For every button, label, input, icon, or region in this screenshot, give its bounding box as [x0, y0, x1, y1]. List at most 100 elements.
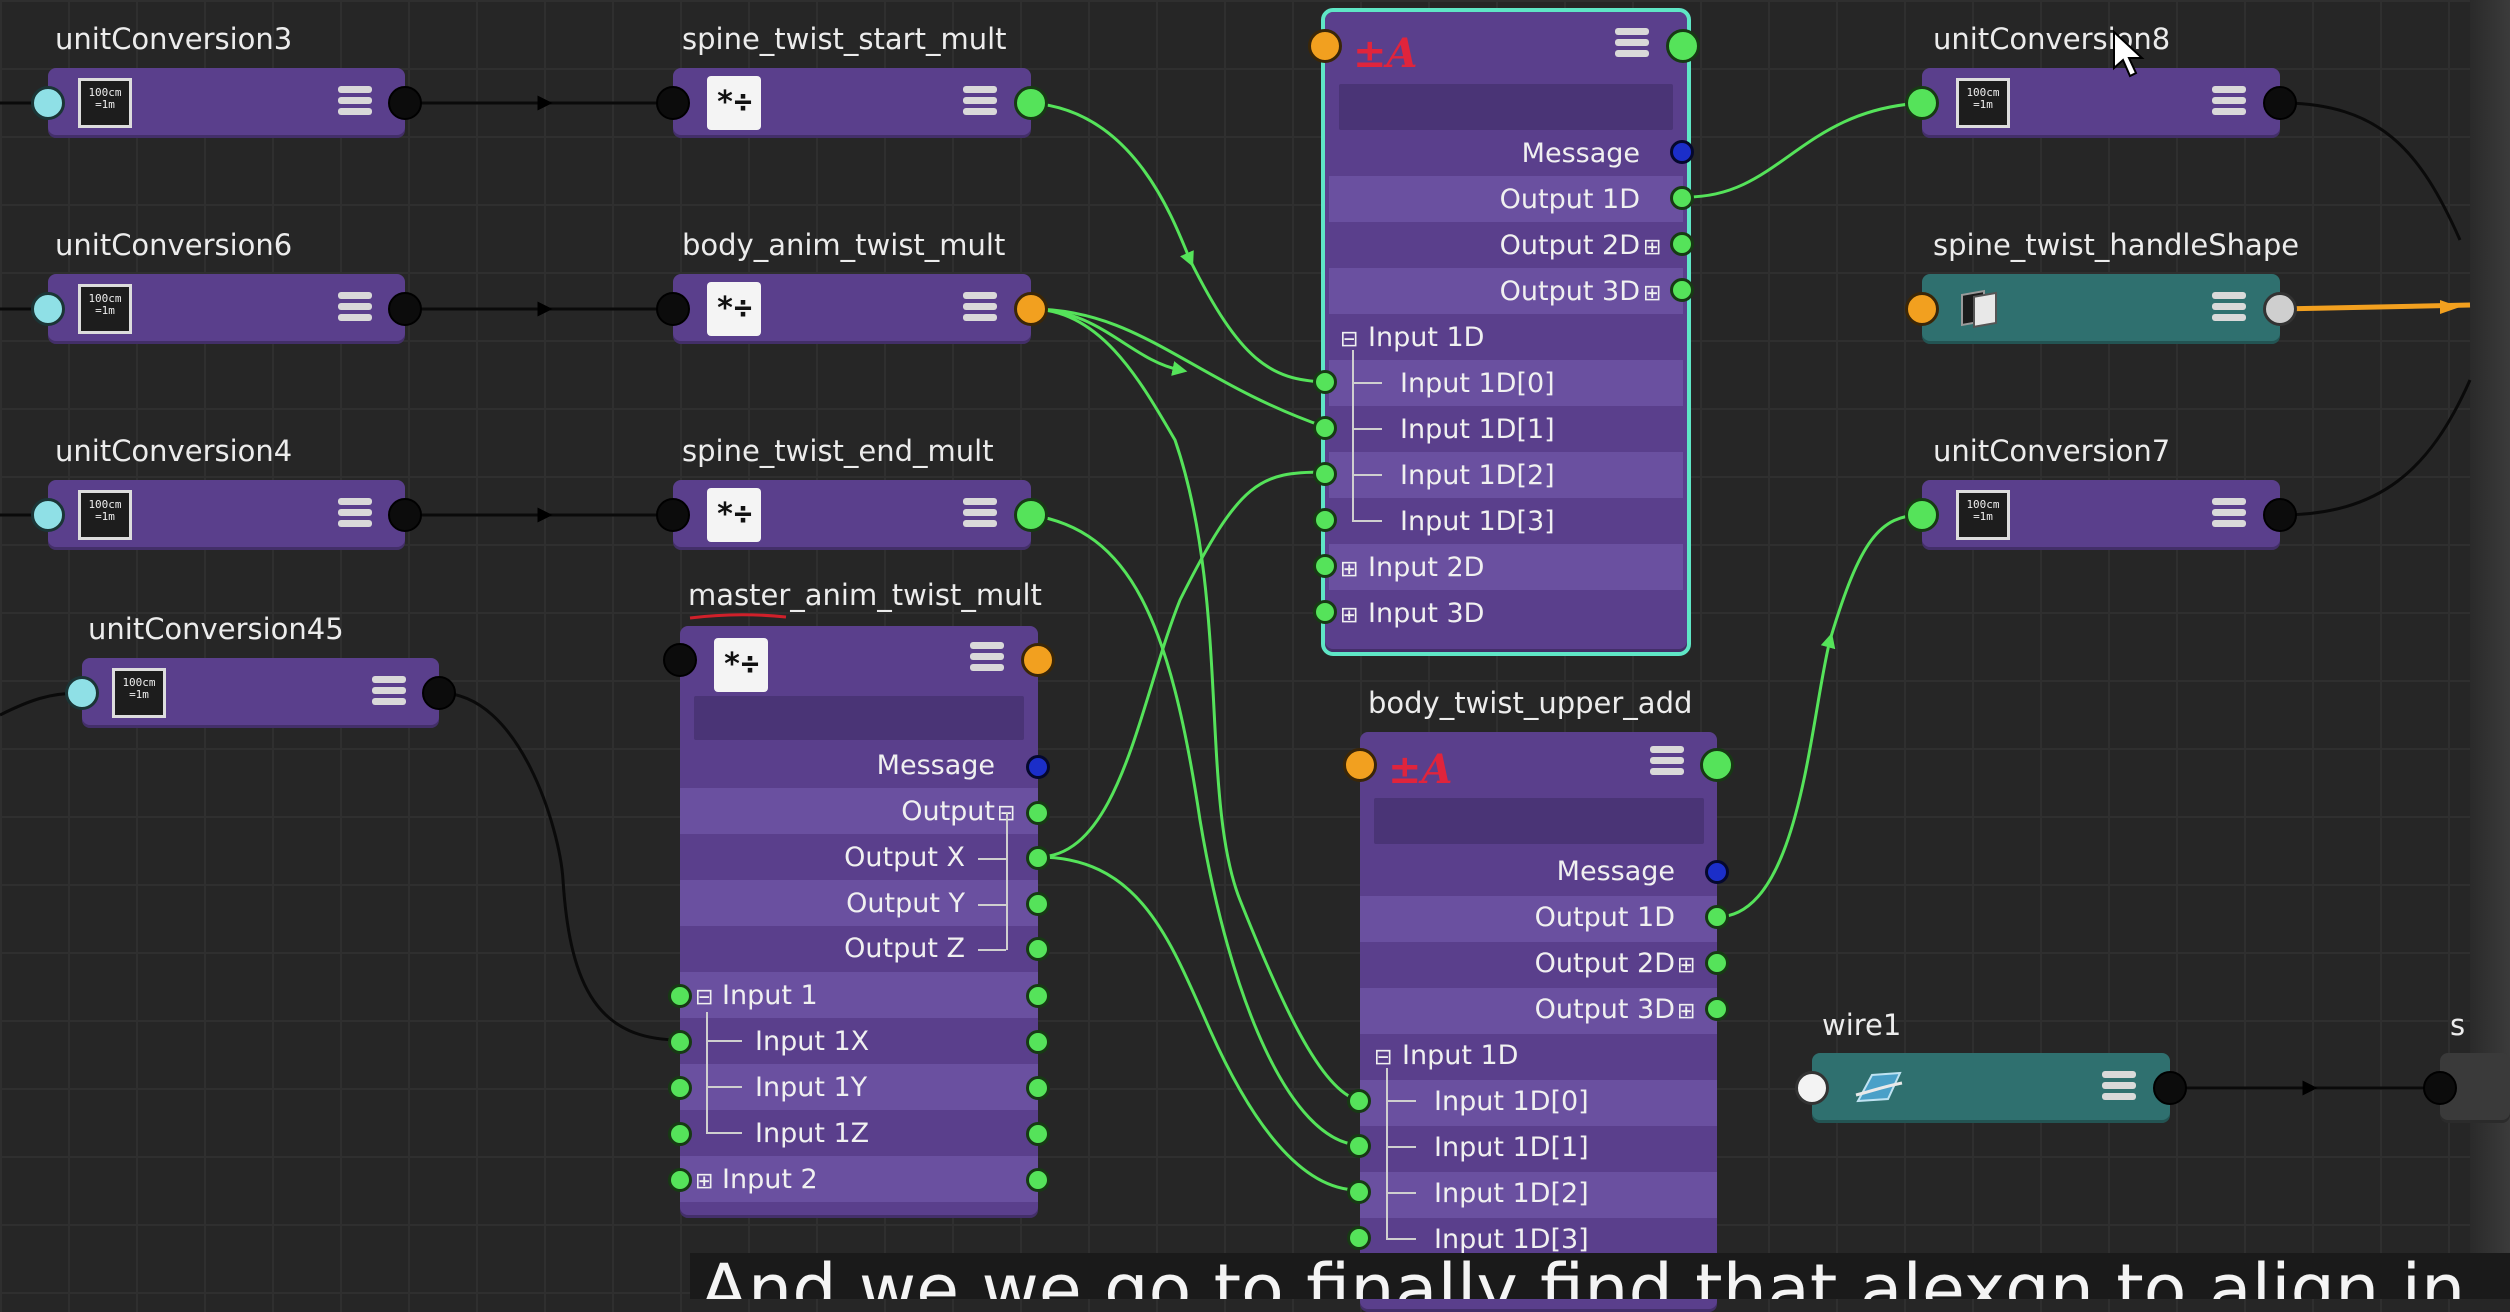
output-port[interactable]: [388, 86, 422, 120]
node-spine_twist_handleShape[interactable]: [1922, 274, 2280, 344]
node-name-field[interactable]: [1374, 798, 1704, 844]
expand-box-icon[interactable]: ⊞: [695, 1169, 714, 1194]
output-z-port[interactable]: [1026, 937, 1050, 961]
node-unitConversion45[interactable]: 100cm =1m: [82, 658, 439, 728]
output-port[interactable]: [1026, 984, 1050, 1008]
input1x-port[interactable]: [668, 1030, 692, 1054]
node-unitConversion7[interactable]: 100cm =1m: [1922, 480, 2280, 550]
output-port[interactable]: [1026, 1168, 1050, 1192]
node-menu-icon[interactable]: [963, 86, 997, 116]
input-port[interactable]: [1308, 29, 1342, 63]
input1d1-port[interactable]: [1313, 416, 1337, 440]
output3d-port[interactable]: [1705, 997, 1729, 1021]
input1d3-port[interactable]: [1347, 1226, 1371, 1250]
node-menu-icon[interactable]: [970, 642, 1004, 672]
input1d2-port[interactable]: [1347, 1180, 1371, 1204]
node-menu-icon[interactable]: [338, 86, 372, 116]
output-port[interactable]: [388, 292, 422, 326]
output-port[interactable]: [1014, 292, 1048, 326]
node-menu-icon[interactable]: [1650, 746, 1684, 776]
node-menu-icon[interactable]: [963, 498, 997, 528]
collapse-box-icon[interactable]: ⊟: [1374, 1045, 1393, 1070]
output3d-port[interactable]: [1670, 278, 1694, 302]
output-port[interactable]: [1021, 643, 1055, 677]
output-port[interactable]: [2153, 1071, 2187, 1105]
node-menu-icon[interactable]: [2212, 292, 2246, 322]
input-port[interactable]: [31, 292, 65, 326]
expand-box-icon[interactable]: ⊞: [1643, 281, 1662, 306]
output-y-port[interactable]: [1026, 892, 1050, 916]
input-port[interactable]: [1343, 748, 1377, 782]
node-menu-icon[interactable]: [1615, 28, 1649, 58]
node-body_anim_twist_mult[interactable]: *÷: [673, 274, 1031, 344]
node-spine_twist_end_mult[interactable]: *÷: [673, 480, 1031, 550]
expand-box-icon[interactable]: ⊞: [1643, 235, 1662, 260]
output-port[interactable]: [1700, 748, 1734, 782]
node-menu-icon[interactable]: [338, 292, 372, 322]
node-menu-icon[interactable]: [2212, 498, 2246, 528]
output-port[interactable]: [1666, 29, 1700, 63]
node-menu-icon[interactable]: [2212, 86, 2246, 116]
input-port[interactable]: [1905, 498, 1939, 532]
input-port[interactable]: [1905, 86, 1939, 120]
output-port[interactable]: [2263, 86, 2297, 120]
message-port[interactable]: [1705, 860, 1729, 884]
output-x-port[interactable]: [1026, 846, 1050, 870]
input1-port[interactable]: [668, 984, 692, 1008]
input1d0-port[interactable]: [1313, 370, 1337, 394]
collapse-box-icon[interactable]: ⊟: [1340, 327, 1359, 352]
node-unitConversion4[interactable]: 100cm =1m: [48, 480, 405, 550]
output-port[interactable]: [1014, 498, 1048, 532]
input1d3-port[interactable]: [1313, 508, 1337, 532]
input-port[interactable]: [1905, 292, 1939, 326]
input1d0-port[interactable]: [1347, 1089, 1371, 1113]
output-port[interactable]: [1026, 1122, 1050, 1146]
output2d-port[interactable]: [1670, 232, 1694, 256]
node-unitConversion8[interactable]: 100cm =1m: [1922, 68, 2280, 138]
collapse-box-icon[interactable]: ⊟: [695, 985, 714, 1010]
input-port[interactable]: [31, 498, 65, 532]
input2d-port[interactable]: [1313, 554, 1337, 578]
input1d2-port[interactable]: [1313, 462, 1337, 486]
input1z-port[interactable]: [668, 1122, 692, 1146]
node-menu-icon[interactable]: [338, 498, 372, 528]
input-port[interactable]: [1795, 1071, 1829, 1105]
expand-box-icon[interactable]: ⊞: [1677, 953, 1696, 978]
output-port[interactable]: [1026, 1076, 1050, 1100]
input-port[interactable]: [656, 86, 690, 120]
output-port[interactable]: [2263, 498, 2297, 532]
input1y-port[interactable]: [668, 1076, 692, 1100]
node-name-field[interactable]: [694, 696, 1024, 740]
output1d-port[interactable]: [1705, 905, 1729, 929]
output2d-port[interactable]: [1705, 951, 1729, 975]
input-port[interactable]: [31, 86, 65, 120]
input-port[interactable]: [2423, 1071, 2457, 1105]
input-port[interactable]: [65, 676, 99, 710]
input-port[interactable]: [663, 643, 697, 677]
node-menu-icon[interactable]: [963, 292, 997, 322]
input-port[interactable]: [656, 498, 690, 532]
output-port[interactable]: [1026, 1030, 1050, 1054]
output-port[interactable]: [422, 676, 456, 710]
node-name-field[interactable]: [1339, 84, 1673, 130]
node-wire1[interactable]: [1812, 1053, 2170, 1123]
expand-box-icon[interactable]: ⊞: [1677, 999, 1696, 1024]
output-port[interactable]: [1026, 801, 1050, 825]
input3d-port[interactable]: [1313, 600, 1337, 624]
output-port[interactable]: [388, 498, 422, 532]
output-port[interactable]: [2263, 292, 2297, 326]
message-port[interactable]: [1026, 755, 1050, 779]
expand-box-icon[interactable]: ⊞: [1340, 603, 1359, 628]
node-menu-icon[interactable]: [372, 676, 406, 706]
output1d-port[interactable]: [1670, 186, 1694, 210]
input2-port[interactable]: [668, 1168, 692, 1192]
input-port[interactable]: [656, 292, 690, 326]
output-port[interactable]: [1014, 86, 1048, 120]
node-spine_twist_start_mult[interactable]: *÷: [673, 68, 1031, 138]
expand-box-icon[interactable]: ⊞: [1340, 557, 1359, 582]
node-menu-icon[interactable]: [2102, 1071, 2136, 1101]
node-unitConversion6[interactable]: 100cm =1m: [48, 274, 405, 344]
node-unitConversion3[interactable]: 100cm =1m: [48, 68, 405, 138]
message-port[interactable]: [1670, 140, 1694, 164]
input1d1-port[interactable]: [1347, 1134, 1371, 1158]
